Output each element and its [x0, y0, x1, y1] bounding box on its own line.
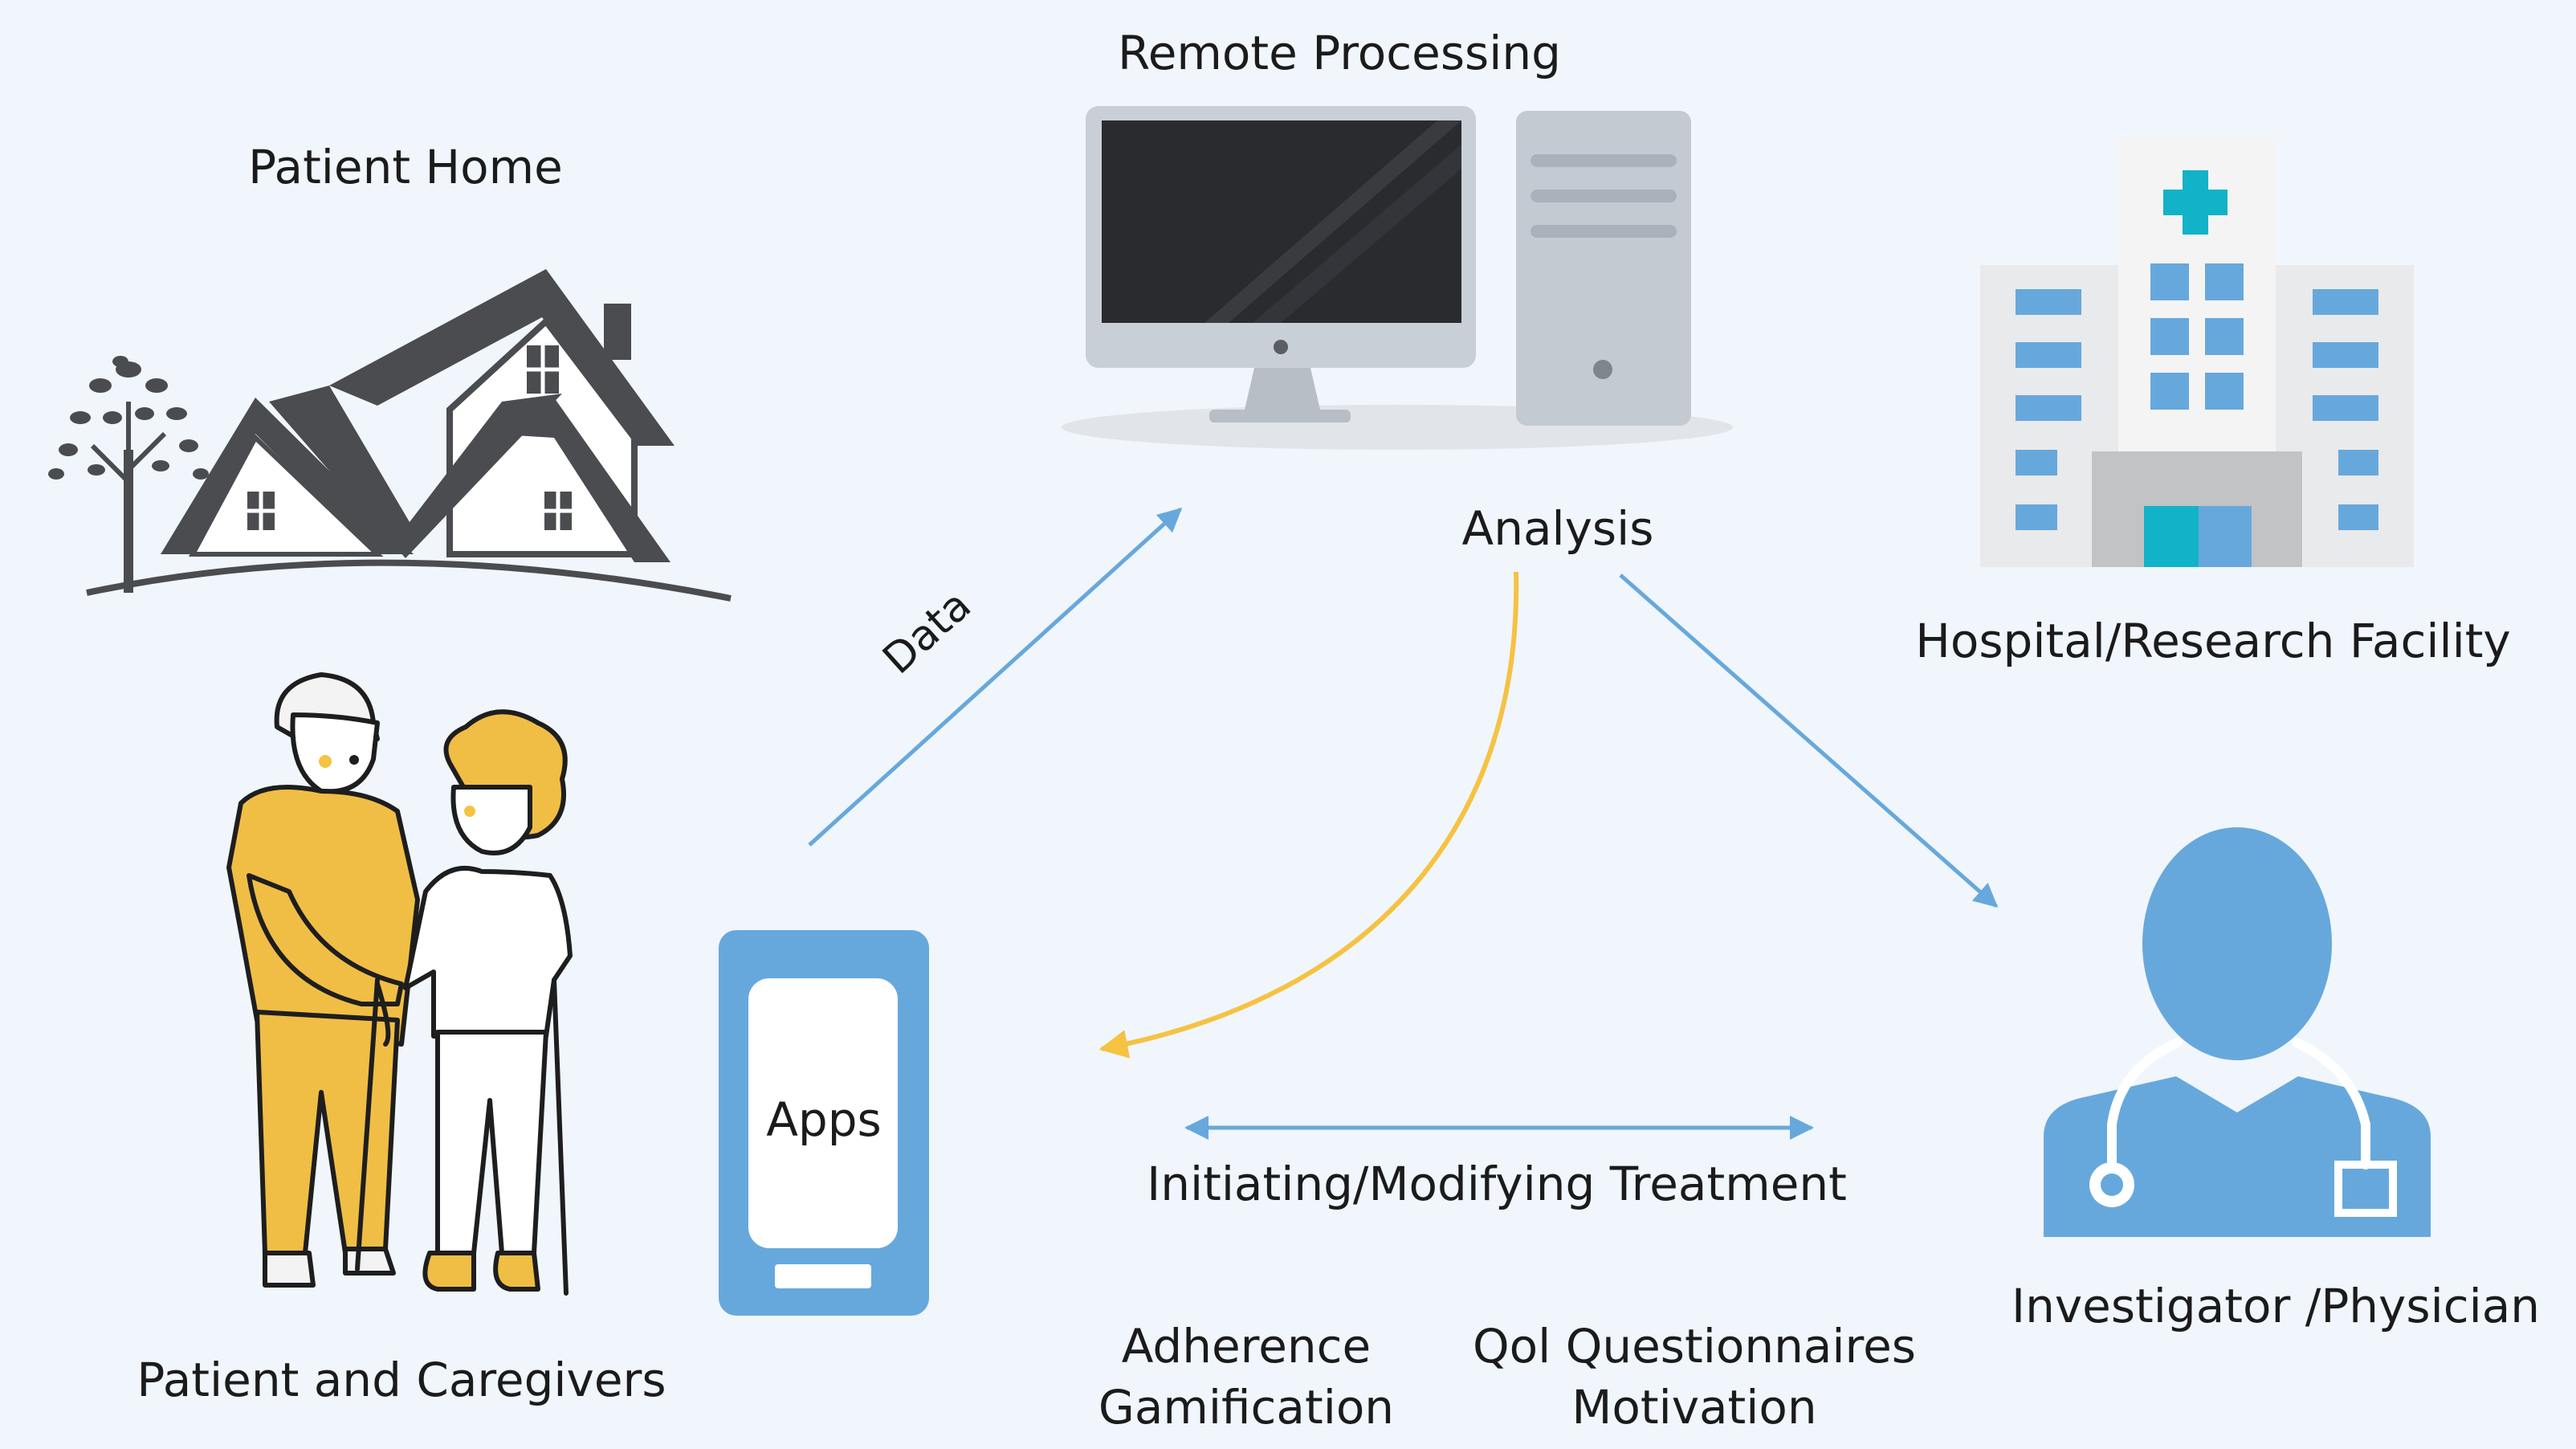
house-icon — [48, 269, 732, 602]
computer-icon — [1062, 106, 1733, 450]
patient-caregivers-label: Patient and Caregivers — [137, 1353, 666, 1407]
initiating-treatment-label: Initiating/Modifying Treatment — [1147, 1157, 1847, 1211]
motivation-label: Motivation — [1571, 1380, 1816, 1435]
patient-and-caregiver-illustration — [226, 672, 573, 1296]
patient-figure — [403, 709, 573, 1296]
caregiver-figure — [226, 672, 420, 1288]
adherence-label: Adherence — [1122, 1319, 1372, 1373]
patient-home-label: Patient Home — [248, 140, 563, 194]
remote-processing-label: Remote Processing — [1118, 26, 1561, 80]
gamification-label: Gamification — [1098, 1380, 1394, 1435]
physician-icon — [2044, 827, 2431, 1237]
data-arrow — [808, 507, 1183, 847]
investigator-label: Investigator /Physician — [2011, 1279, 2540, 1333]
smartphone-icon — [719, 930, 929, 1316]
medical-cross-icon — [2163, 170, 2228, 235]
apps-label: Apps — [766, 1092, 882, 1147]
feedback-arrow — [1098, 571, 1519, 1059]
analysis-to-physician-arrow — [1619, 573, 1999, 908]
qol-label: Qol Questionnaires — [1473, 1319, 1916, 1373]
hospital-label: Hospital/Research Facility — [1915, 614, 2511, 668]
data-label: Data — [874, 582, 980, 684]
hospital-icon — [1980, 138, 2414, 567]
analysis-label: Analysis — [1462, 501, 1654, 556]
tree-icon — [48, 356, 209, 593]
